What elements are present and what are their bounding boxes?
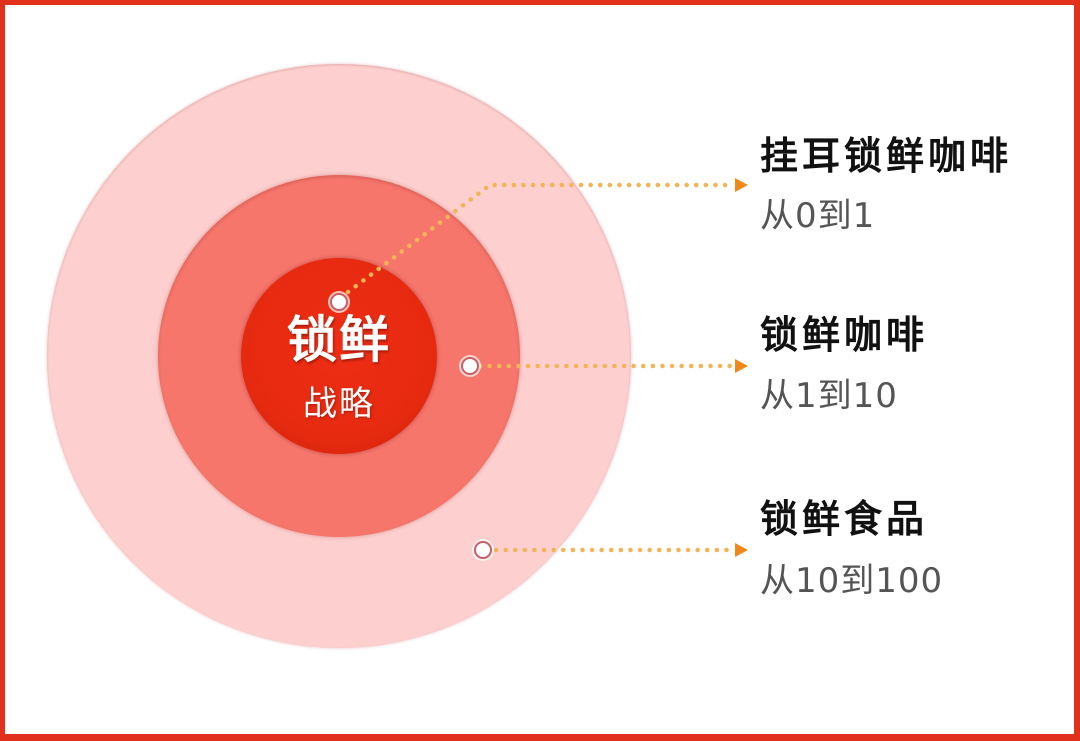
marker-dot-inner: [330, 293, 348, 311]
stage-subtitle-3: 从10到100: [760, 561, 944, 601]
marker-dot-outer: [474, 541, 492, 559]
center-subtitle: 战略: [303, 384, 375, 424]
stage-subtitle-1: 从0到1: [760, 196, 876, 236]
stage-title-2: 锁鲜咖啡: [760, 313, 929, 357]
arrow-icon: [735, 359, 748, 373]
stage-title-1: 挂耳锁鲜咖啡: [760, 134, 1013, 178]
connector-line-1: [345, 182, 735, 295]
center-title: 锁鲜: [287, 311, 391, 369]
stage-title-3: 锁鲜食品: [760, 497, 929, 541]
arrow-icon: [735, 543, 748, 557]
stage-subtitle-2: 从1到10: [760, 376, 898, 416]
arrow-icon: [735, 178, 748, 192]
inner-circle-core: [241, 258, 437, 454]
marker-dot-middle: [461, 357, 479, 375]
